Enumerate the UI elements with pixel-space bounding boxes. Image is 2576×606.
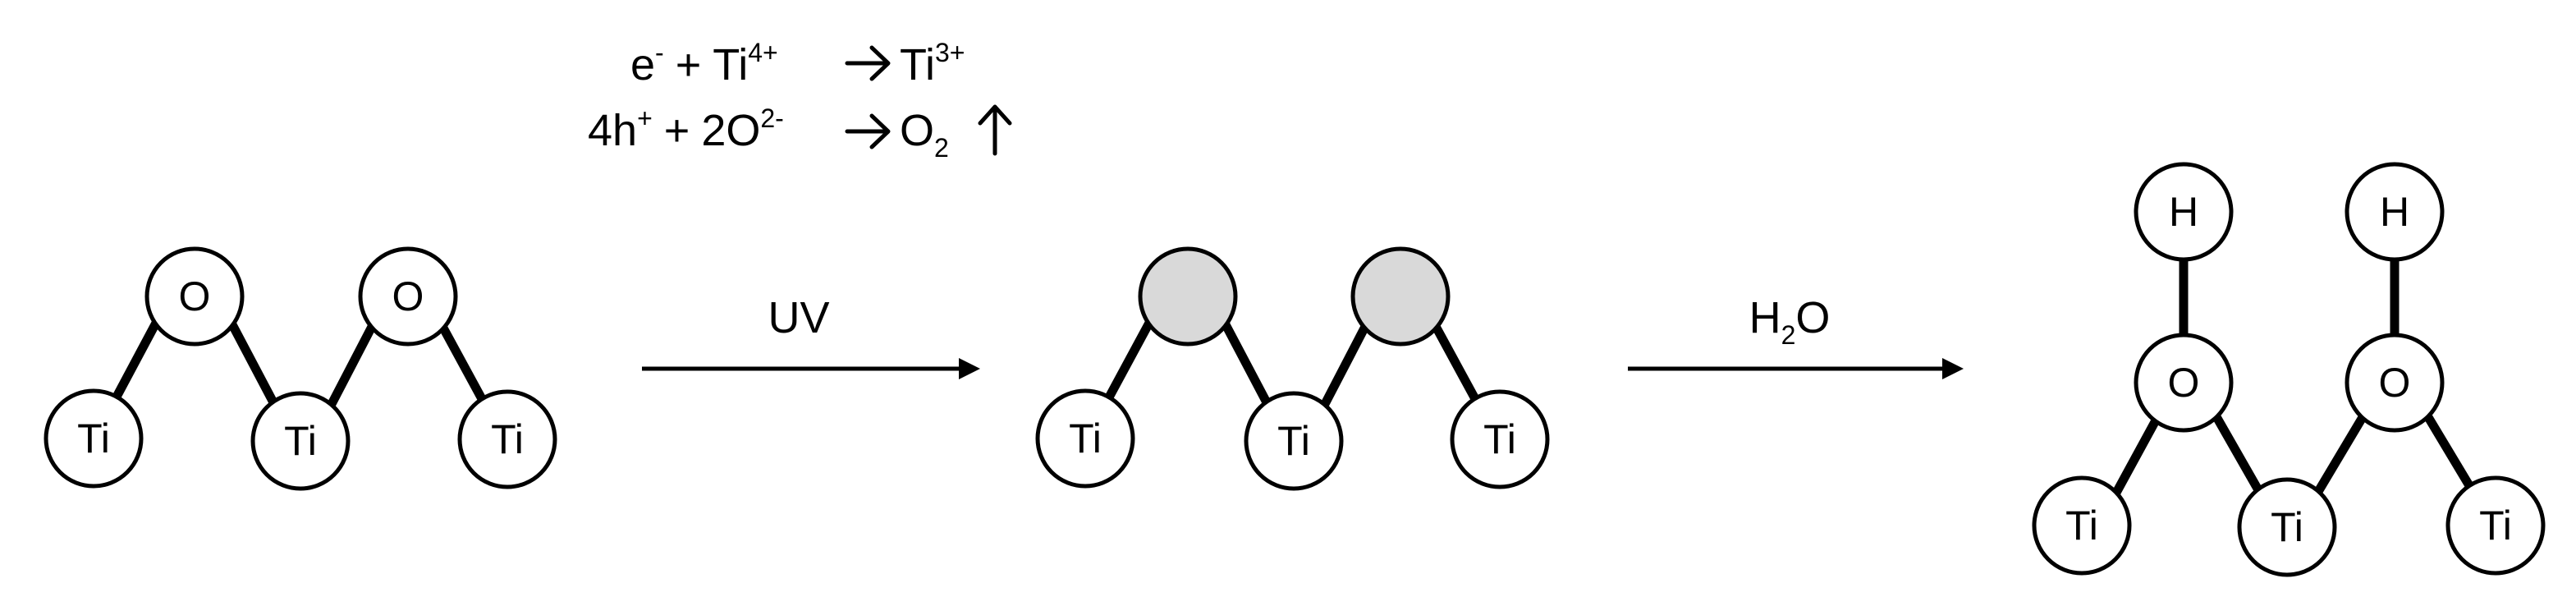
svg-text:Ti: Ti — [284, 418, 317, 464]
equation-line-2-right: O2 — [900, 106, 949, 163]
oxygen-vacancy — [1138, 246, 1238, 347]
svg-text:Ti: Ti — [1069, 415, 1102, 461]
arrow-head-icon — [1942, 358, 1964, 379]
svg-text:Ti: Ti — [2271, 504, 2303, 550]
equation-line-2-left: 4h++2O2- — [588, 103, 784, 155]
atom-ti: Ti — [250, 391, 351, 491]
svg-text:Ti: Ti — [1483, 416, 1516, 462]
bond — [328, 319, 378, 406]
atom-ti: Ti — [2445, 475, 2546, 576]
reaction-step-uv: UV — [642, 293, 980, 379]
step-label-uv: UV — [768, 293, 829, 342]
atom-o: O — [2134, 333, 2234, 433]
atom-h: H — [2345, 162, 2445, 262]
atom-ti: Ti — [44, 388, 144, 489]
atom-o: O — [144, 246, 245, 347]
atom-ti: Ti — [1035, 388, 1135, 489]
atom-o: O — [2345, 333, 2445, 433]
equation-oxygen-evolution: 4h++2O2- O2 — [588, 103, 1012, 163]
svg-text:O: O — [179, 273, 211, 319]
svg-text:Ti: Ti — [1277, 418, 1310, 464]
structure-hydroxylated: H H O O Ti Ti Ti — [2032, 162, 2546, 577]
atom-ti: Ti — [2237, 477, 2337, 577]
bond — [1216, 311, 1272, 406]
svg-text:O: O — [392, 273, 424, 319]
equation-ti-reduction: e-+Ti4+ Ti3+ — [630, 38, 965, 90]
svg-text:Ti: Ti — [2065, 503, 2098, 549]
reaction-arrow-icon — [845, 113, 891, 149]
reaction-arrow-icon — [845, 45, 891, 81]
bond — [222, 311, 278, 406]
equation-line-1-left: e-+Ti4+ — [630, 38, 778, 90]
svg-text:Ti: Ti — [2479, 503, 2512, 549]
svg-text:O: O — [2379, 360, 2411, 406]
atom-ti: Ti — [1450, 389, 1550, 489]
step-label-water: H2O — [1749, 293, 1831, 350]
svg-text:H: H — [2169, 189, 2198, 235]
structure-vacancy: Ti Ti Ti — [1035, 246, 1550, 491]
atom-ti: Ti — [1244, 391, 1344, 491]
reaction-step-water: H2O — [1628, 293, 1964, 379]
svg-text:Ti: Ti — [77, 415, 110, 461]
atom-h: H — [2134, 162, 2234, 262]
structure-initial: Ti O Ti O Ti — [44, 246, 557, 491]
bond — [1321, 319, 1372, 406]
svg-text:H: H — [2380, 189, 2409, 235]
arrow-head-icon — [959, 358, 980, 379]
svg-text:O: O — [2168, 360, 2200, 406]
equation-line-1-right: Ti3+ — [900, 38, 965, 90]
svg-text:Ti: Ti — [491, 416, 524, 462]
atom-o: O — [358, 246, 458, 347]
atom-ti: Ti — [457, 389, 557, 489]
gas-release-arrow-icon — [978, 104, 1012, 156]
atom-ti: Ti — [2032, 475, 2132, 576]
oxygen-vacancy — [1350, 246, 1451, 347]
